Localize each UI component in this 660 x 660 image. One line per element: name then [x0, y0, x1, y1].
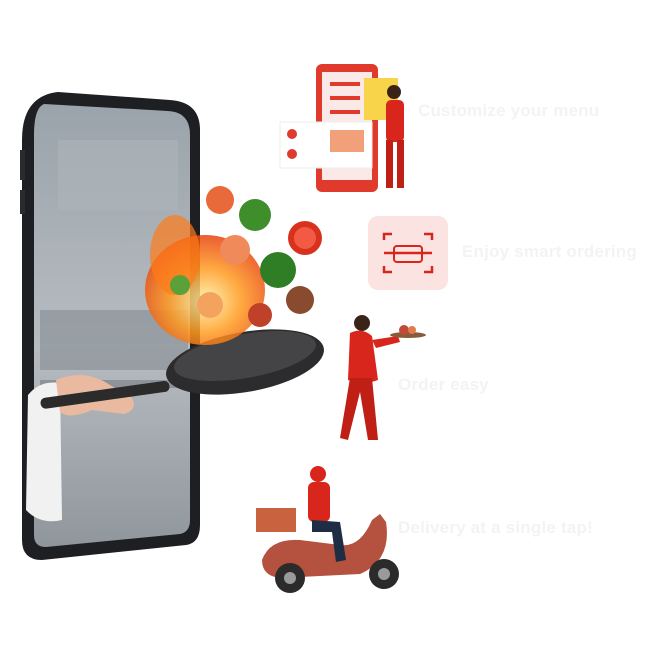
flying-food: [145, 186, 322, 345]
smart-ordering-tile: [368, 216, 448, 290]
waiter-illustration: [340, 315, 426, 440]
delivery-scooter-illustration: [256, 466, 399, 593]
smartphone-frame: [20, 92, 200, 560]
customize-menu-illustration: [279, 64, 404, 192]
feature-order-easy-label: Order easy: [398, 375, 489, 394]
scan-icon: [382, 232, 434, 274]
feature-delivery-label: Delivery at a single tap!: [398, 518, 593, 537]
feature-customize-menu-label: Customize your menu: [418, 101, 600, 120]
feature-smart-ordering-label: Enjoy smart ordering: [462, 242, 637, 261]
